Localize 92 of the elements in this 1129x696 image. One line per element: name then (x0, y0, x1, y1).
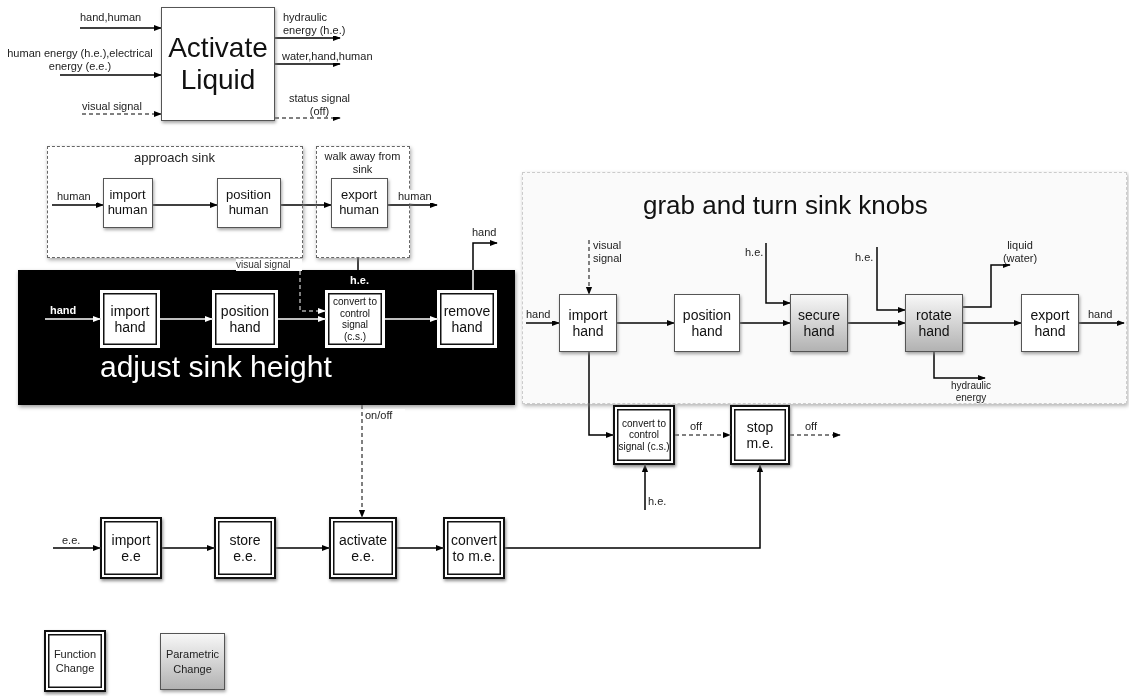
box-label: import hand (109, 302, 151, 336)
arrow (159, 315, 213, 323)
arrow (847, 319, 906, 327)
arrow (472, 239, 498, 291)
legend-label: Function Change (52, 646, 98, 676)
edge-label: hydraulic energy (941, 380, 1001, 403)
arrow (396, 544, 444, 552)
arrow (299, 270, 326, 315)
box-label: import hand (567, 306, 609, 340)
arrow (274, 60, 341, 68)
function-box (100, 290, 160, 348)
group-panel (47, 146, 303, 258)
box-label: position human (225, 187, 272, 218)
arrow (962, 319, 1022, 327)
arrow (876, 246, 906, 314)
arrow (616, 319, 675, 327)
function-box (100, 517, 162, 579)
arrow (274, 114, 341, 122)
function-box (443, 517, 505, 579)
process-box (216, 177, 281, 228)
edge-label: hand (1088, 308, 1118, 321)
process-box (559, 294, 617, 352)
function-box (212, 290, 278, 348)
edge-label: h.e. (745, 246, 765, 259)
process-box (1021, 294, 1079, 352)
edge-label: h.e. (855, 251, 875, 264)
arrow (59, 71, 162, 79)
arrow (504, 464, 764, 549)
box-label: Activate Liquid (167, 31, 269, 97)
process-box (102, 177, 153, 228)
arrow (765, 242, 791, 307)
box-label: stop m.e. (745, 418, 775, 452)
arrow (358, 404, 366, 518)
arrow (387, 201, 438, 209)
function-box (437, 290, 497, 348)
arrow (739, 319, 791, 327)
arrow (588, 351, 614, 439)
legend-label: Parametric Change (164, 647, 221, 676)
arrow (79, 24, 162, 32)
box-label: secure hand (797, 306, 841, 340)
arrow (280, 201, 332, 209)
box-label: convert to control signal (c.s.) (332, 296, 378, 342)
arrow (51, 201, 104, 209)
box-label: remove hand (442, 302, 492, 336)
group-title: approach sink (133, 151, 216, 166)
arrow (384, 315, 438, 323)
arrow (152, 201, 218, 209)
box-label: convert to m.e. (450, 531, 498, 565)
function-box (730, 405, 790, 465)
arrow (81, 110, 162, 118)
arrow (641, 464, 649, 511)
arrow (674, 431, 731, 439)
group-title: walk away from sink (323, 150, 402, 176)
function-box (329, 517, 397, 579)
arrow (274, 34, 341, 42)
connector-line (357, 257, 359, 271)
group-panel (18, 270, 515, 405)
edge-label: human (57, 190, 97, 203)
arrow (161, 544, 215, 552)
box-label: position hand (219, 302, 271, 336)
function-box (613, 405, 675, 465)
arrow (933, 351, 986, 382)
arrow (52, 544, 101, 552)
process-box (330, 177, 388, 228)
edge-label: visual signal (236, 259, 302, 271)
box-label: store e.e. (228, 531, 262, 565)
group-panel (522, 172, 1127, 404)
arrow (275, 544, 330, 552)
arrow (277, 315, 326, 323)
group-title: adjust sink height (100, 350, 332, 385)
arrow (1078, 319, 1125, 327)
arrow (789, 431, 841, 439)
arrow (44, 315, 101, 323)
box-label: position hand (681, 306, 733, 340)
function-box (214, 517, 276, 579)
process-box (161, 7, 275, 121)
arrow (525, 319, 560, 327)
box-label: export hand (1029, 306, 1071, 340)
group-title: grab and turn sink knobs (643, 191, 928, 221)
function-box (325, 290, 385, 348)
box-label: activate e.e. (337, 531, 389, 565)
box-label: convert to control signal (c.s.) (617, 417, 671, 453)
box-label: rotate hand (915, 306, 953, 340)
box-label: export human (338, 187, 380, 218)
box-label: import e.e (110, 531, 152, 565)
process-box (674, 294, 740, 352)
parametric-box (790, 294, 848, 352)
parametric-box (905, 294, 963, 352)
arrow (585, 239, 593, 295)
box-label: import human (106, 187, 149, 218)
arrow (962, 261, 1011, 308)
edge-label: hand (526, 308, 556, 321)
